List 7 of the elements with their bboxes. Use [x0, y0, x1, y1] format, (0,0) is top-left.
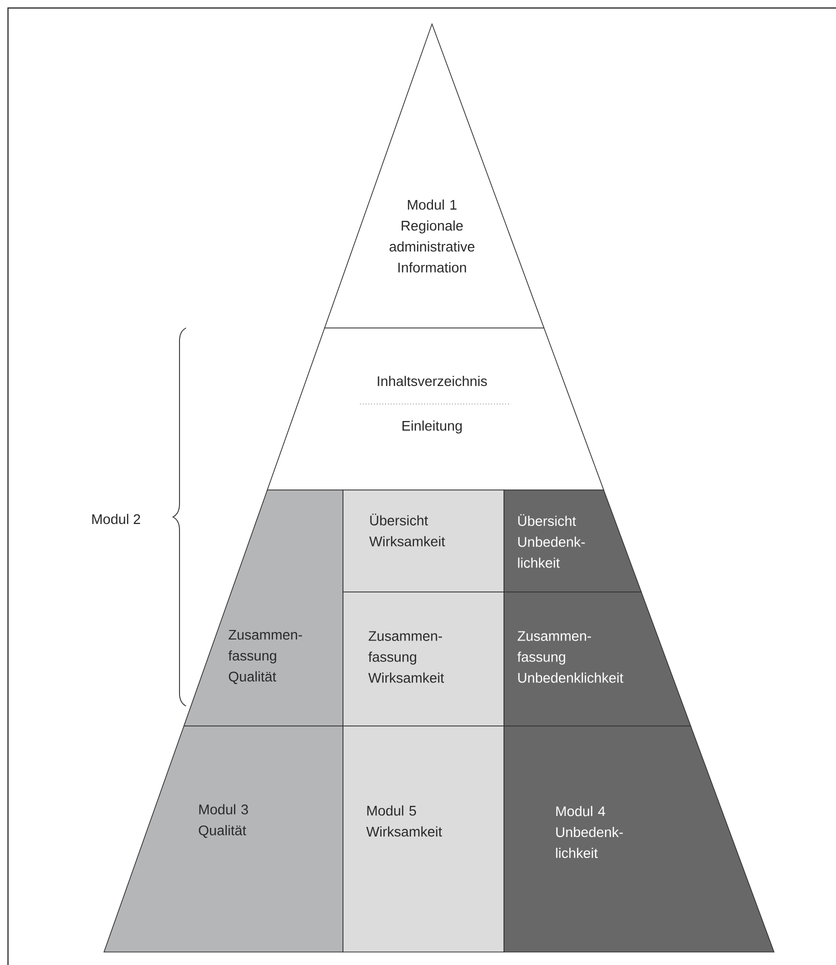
pyramid-section: Modul 5 Wirksamkeit	[342, 726, 504, 952]
pyramid-section: Übersicht Unbedenk- lichkeit	[504, 490, 642, 592]
pyramid-section: Inhaltsverzeichnis Einleitung	[266, 328, 604, 490]
bracket-label: Modul 2	[92, 514, 140, 524]
pyramid-section: Zusammen- fassung Wirksamkeit	[342, 592, 504, 726]
pyramid-section: Zusammen- fassung Unbedenklichkeit	[504, 592, 692, 726]
pyramid-section: Übersicht Wirksamkeit	[342, 490, 504, 592]
